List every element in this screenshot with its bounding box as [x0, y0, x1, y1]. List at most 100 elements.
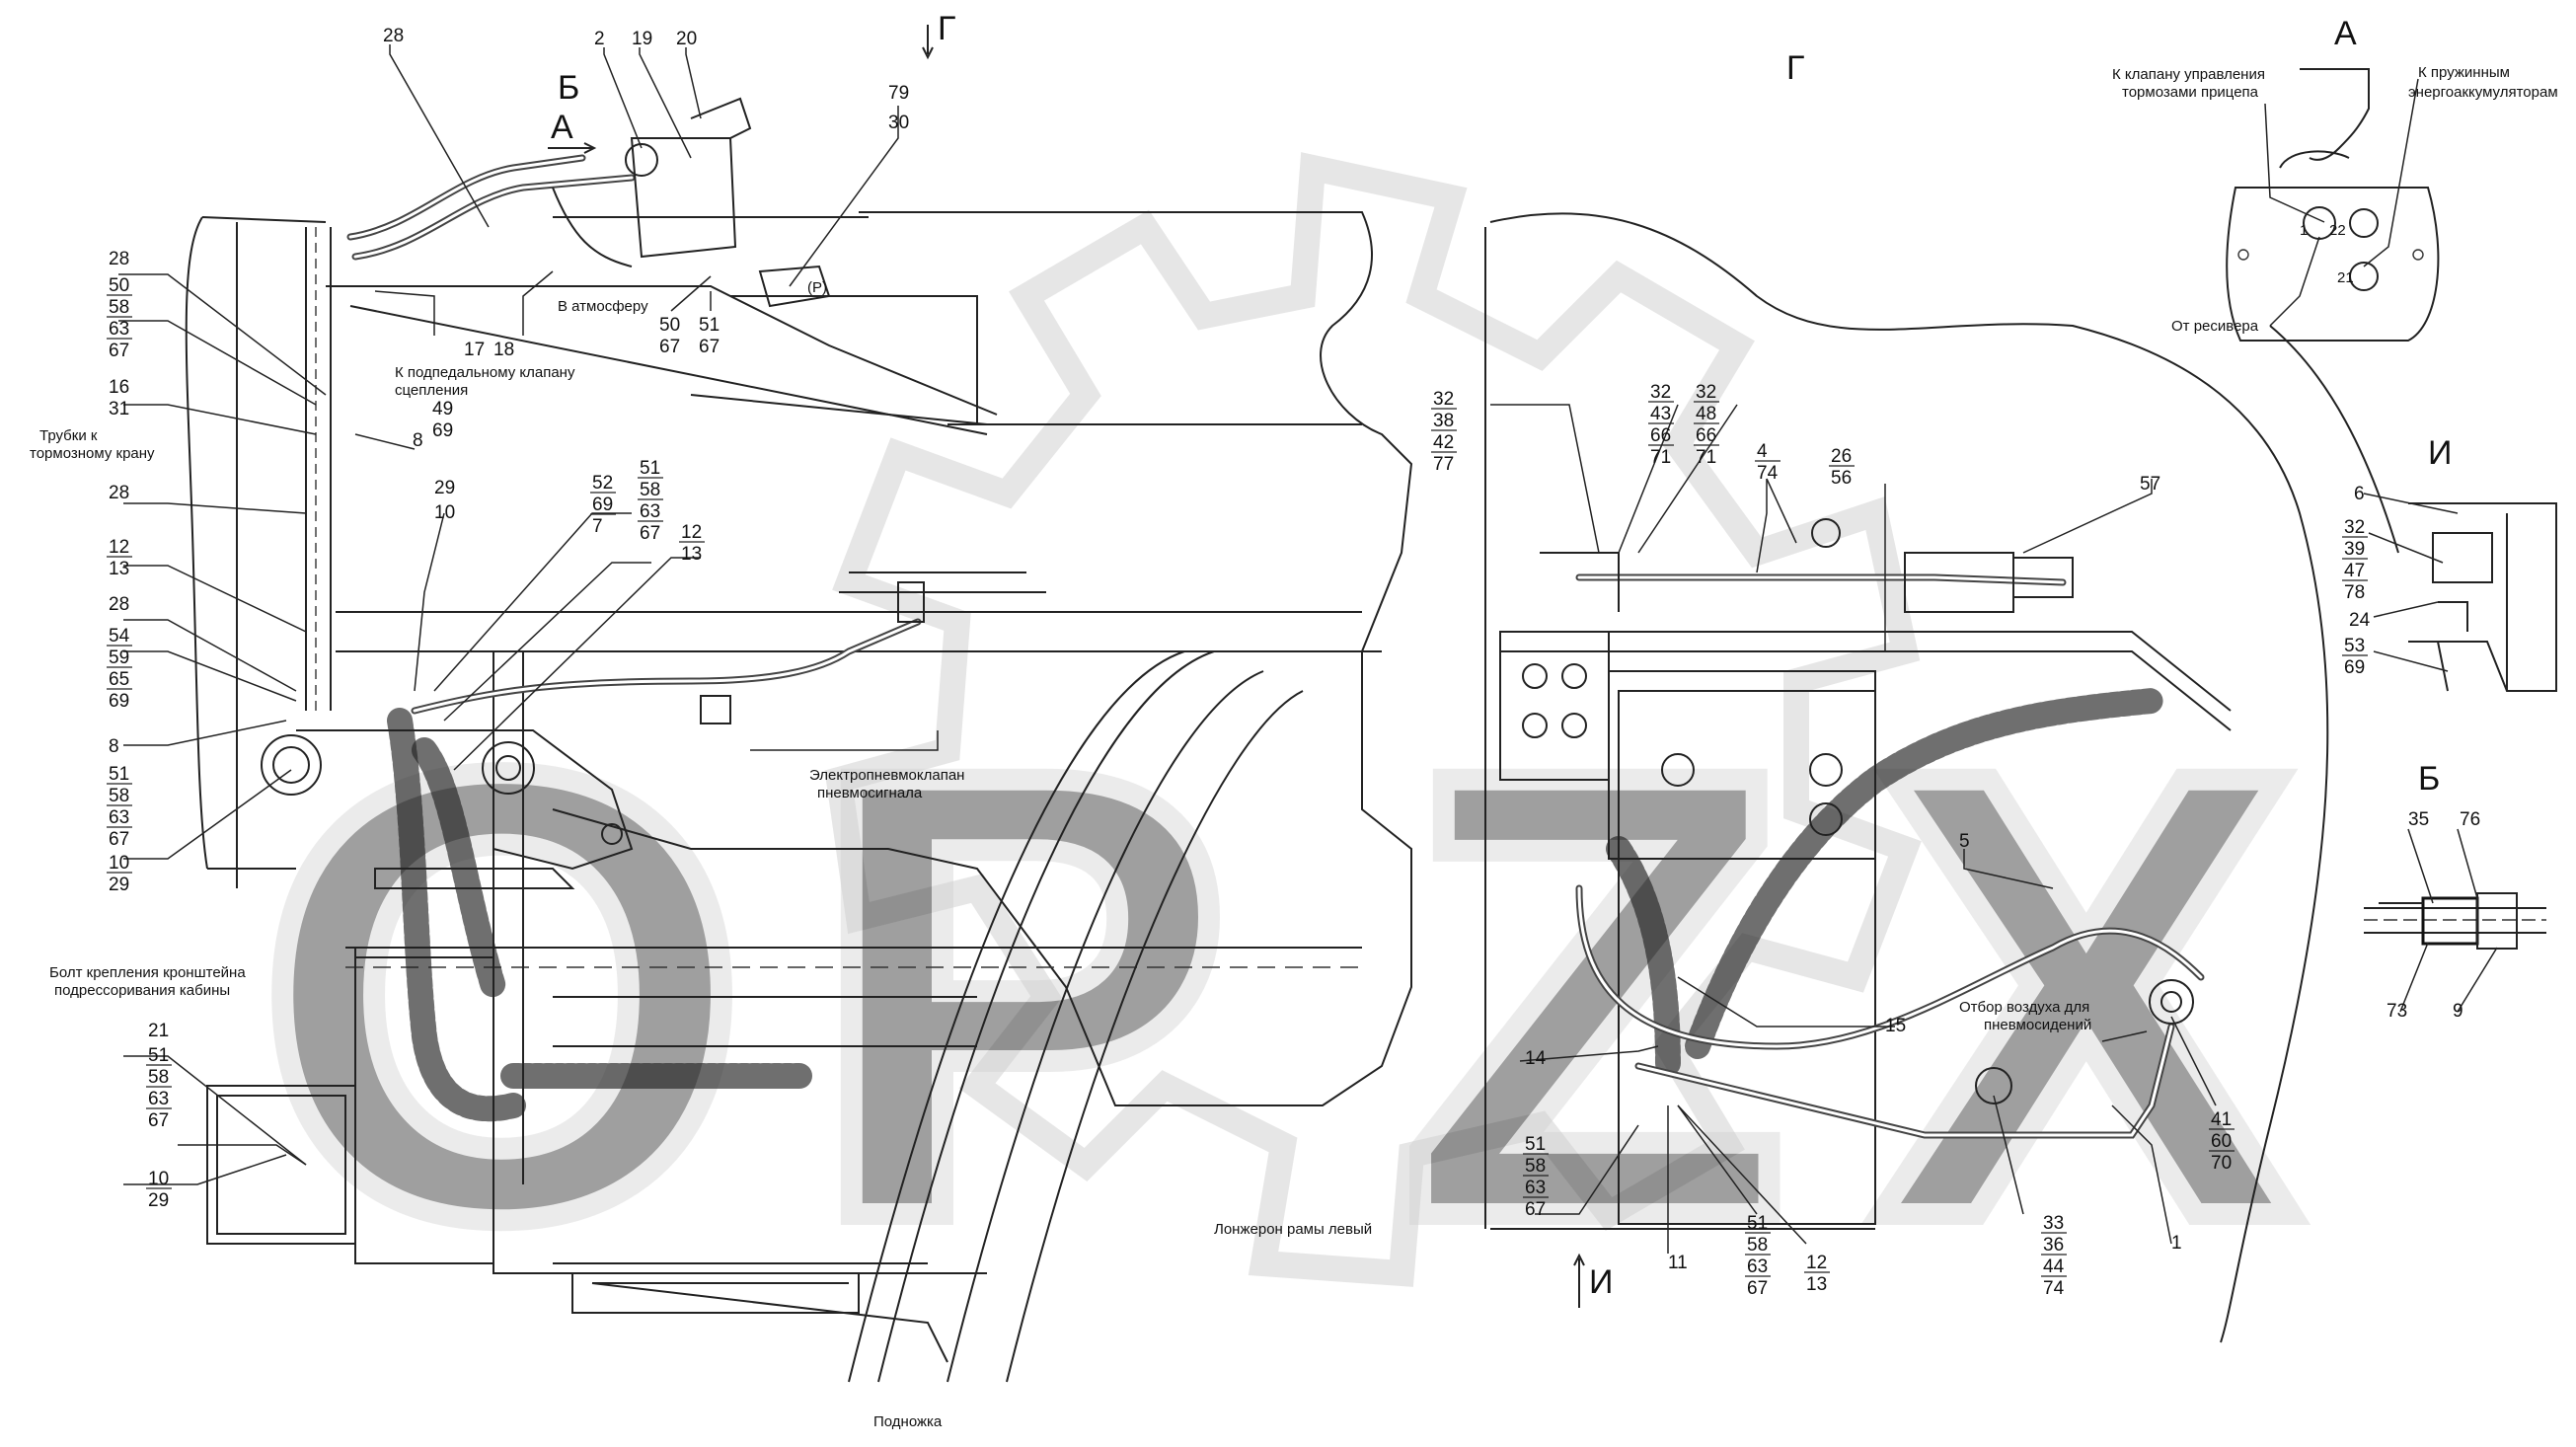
callout: 28 — [109, 483, 129, 503]
callout: 49 — [432, 399, 453, 419]
callout: 44 — [2043, 1257, 2065, 1277]
callout: 67 — [109, 829, 129, 850]
callout: 24 — [2349, 610, 2371, 631]
callout: 51 — [640, 458, 660, 479]
callout: 33 — [2043, 1213, 2064, 1234]
callout: 53 — [2344, 636, 2365, 656]
callout: 21 — [148, 1021, 169, 1041]
callout: 20 — [676, 29, 697, 49]
callout: 67 — [1525, 1199, 1546, 1220]
view-a-title: А — [2334, 15, 2357, 52]
view-labels: Г Г А А Б Б И И — [548, 10, 2452, 1308]
leader-lines — [118, 44, 2498, 1254]
callout: 32 — [1650, 382, 1671, 403]
note-clutch-valve-1: К подпедальному клапану — [395, 364, 575, 381]
view-g-arrow-label: Г — [938, 10, 955, 47]
note-seat-air-2: пневмосидений — [1984, 1017, 2091, 1033]
note-valve-signal-1: Электропневмоклапан — [809, 767, 964, 784]
callout: 63 — [148, 1089, 169, 1109]
callout: 9 — [2453, 1001, 2463, 1022]
callout: 78 — [2344, 582, 2365, 603]
note-cab-bolt-1: Болт крепления кронштейна — [49, 964, 246, 981]
callout: 13 — [1806, 1274, 1827, 1295]
callout: 76 — [2460, 809, 2480, 830]
callout: 13 — [681, 544, 702, 565]
view-g-drawing — [1484, 212, 2399, 1343]
callout: 67 — [1747, 1278, 1768, 1299]
callout: 32 — [1433, 389, 1454, 410]
callout: 38 — [1433, 411, 1454, 431]
note-trailer-brake-valve-1: К клапану управления — [2112, 66, 2265, 83]
callout: 43 — [1650, 404, 1671, 424]
callout: 79 — [888, 83, 909, 104]
callout: 5 — [1959, 831, 1970, 852]
view-a-arrow-label: А — [551, 109, 573, 146]
callout: 51 — [148, 1045, 169, 1066]
callout: 69 — [592, 495, 613, 515]
callout: 65 — [109, 669, 129, 690]
callout: 32 — [2344, 517, 2365, 538]
callout: 10 — [109, 853, 129, 874]
view-i-drawing — [2408, 502, 2557, 692]
callout: 28 — [383, 26, 404, 46]
callout: 58 — [109, 786, 129, 806]
callout: 28 — [109, 594, 129, 615]
view-i-title: И — [2428, 434, 2452, 472]
callout: 66 — [1696, 425, 1716, 446]
callout: 63 — [109, 319, 129, 340]
note-brake-tubes-2: тормозному крану — [30, 445, 155, 462]
callout: 73 — [2387, 1001, 2407, 1022]
callout: 26 — [1831, 446, 1852, 467]
callout: 39 — [2344, 539, 2365, 560]
callout: 1 — [2300, 222, 2308, 239]
callout: 51 — [699, 315, 720, 336]
callout: 12 — [1806, 1253, 1827, 1273]
callout: 58 — [148, 1067, 169, 1088]
note-seat-air-1: Отбор воздуха для — [1959, 999, 2089, 1016]
callout: 22 — [2329, 222, 2346, 239]
callout: 69 — [2344, 657, 2365, 678]
callout: 71 — [1650, 447, 1671, 468]
callout: 10 — [148, 1169, 169, 1189]
callouts-single: 28 2 19 20 79 30 28 16 31 49 69 8 17 18 … — [109, 26, 2480, 1273]
main-view-outline — [185, 97, 1413, 1383]
note-cab-bolt-2: подрессоривания кабины — [54, 982, 230, 999]
callout: 12 — [109, 537, 129, 558]
callout: 32 — [1696, 382, 1716, 403]
callout: 71 — [1696, 447, 1716, 468]
callout: 12 — [681, 522, 702, 543]
callout: 2 — [594, 29, 605, 49]
callout: 60 — [2211, 1131, 2232, 1152]
callout: 35 — [2408, 809, 2429, 830]
callout: 48 — [1696, 404, 1716, 424]
callout: 51 — [1747, 1213, 1768, 1234]
callout: 30 — [888, 113, 909, 133]
callout: 52 — [592, 473, 613, 494]
callout-stack: 474 — [1755, 441, 1780, 484]
note-frame-member: Лонжерон рамы левый — [1214, 1221, 1372, 1238]
callout: 67 — [659, 337, 680, 357]
callout: 29 — [109, 875, 129, 895]
callout: 6 — [2354, 484, 2365, 504]
note-step: Подножка — [873, 1413, 943, 1430]
callout: 1 — [2171, 1233, 2182, 1254]
callout: 58 — [109, 297, 129, 318]
